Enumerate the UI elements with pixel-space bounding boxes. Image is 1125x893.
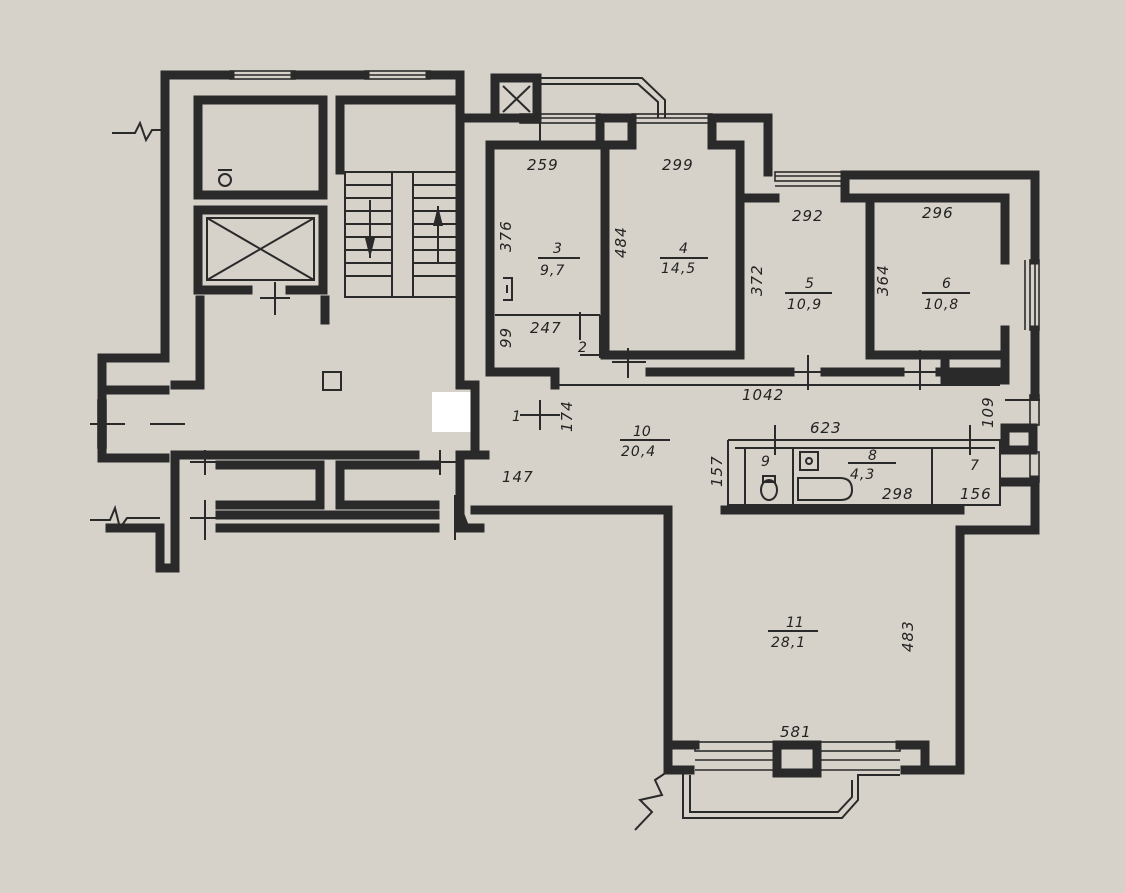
room-5-number: 5 bbox=[805, 276, 814, 292]
dim-156: 156 bbox=[960, 485, 992, 503]
bottom-balcony bbox=[682, 770, 900, 819]
sink-icon bbox=[799, 451, 819, 471]
room-3-number: 3 bbox=[553, 241, 562, 257]
room-3-area: 9,7 bbox=[540, 263, 565, 279]
stairs bbox=[344, 171, 461, 298]
room-7-number: 7 bbox=[970, 458, 979, 474]
door-marks-apartment bbox=[520, 108, 1040, 455]
room-11-number: 11 bbox=[786, 615, 804, 631]
dim-259: 259 bbox=[527, 156, 559, 174]
dim-298: 298 bbox=[882, 485, 914, 503]
break-line-icon bbox=[634, 769, 671, 831]
room-4-area: 14,5 bbox=[661, 261, 696, 277]
dimension-labels: 259 299 292 296 376 484 372 364 99 247 1… bbox=[497, 156, 997, 741]
door-marks-common bbox=[90, 282, 460, 540]
vent-shaft-icon bbox=[502, 85, 531, 113]
dim-376: 376 bbox=[497, 220, 515, 252]
room-5-area: 10,9 bbox=[787, 297, 822, 313]
room-8-area: 4,3 bbox=[850, 467, 875, 483]
stair-arrow-up-icon bbox=[433, 206, 443, 262]
dim-147: 147 bbox=[502, 468, 534, 486]
masked-area bbox=[432, 392, 473, 432]
room-labels: 1 2 3 9,7 4 14,5 5 10,9 6 10,8 7 8 4,3 9… bbox=[512, 241, 979, 651]
room-2-number: 2 bbox=[578, 340, 587, 356]
dim-484: 484 bbox=[612, 226, 630, 258]
room-10-area: 20,4 bbox=[621, 444, 656, 460]
sink-icon bbox=[503, 277, 513, 301]
dim-372: 372 bbox=[748, 264, 766, 296]
room-6-area: 10,8 bbox=[924, 297, 959, 313]
bathtub-icon bbox=[797, 477, 854, 501]
dim-109: 109 bbox=[979, 396, 997, 428]
room-11-area: 28,1 bbox=[771, 635, 806, 651]
room-6-number: 6 bbox=[942, 276, 951, 292]
dim-623: 623 bbox=[810, 419, 842, 437]
apartment-windows bbox=[519, 113, 1040, 778]
dim-1042: 1042 bbox=[742, 386, 784, 404]
break-line-icon bbox=[90, 120, 165, 531]
room-9-number: 9 bbox=[761, 454, 770, 470]
column-icon bbox=[322, 371, 342, 391]
elevator-cross-icon bbox=[206, 217, 315, 281]
toilet-icon bbox=[760, 475, 778, 501]
stair-arrow-down-icon bbox=[365, 200, 375, 258]
dim-483: 483 bbox=[899, 620, 917, 652]
dim-99: 99 bbox=[497, 327, 515, 348]
dim-296: 296 bbox=[922, 204, 954, 222]
common-area-walls bbox=[97, 70, 485, 573]
dim-364: 364 bbox=[874, 264, 892, 296]
dim-174: 174 bbox=[558, 400, 576, 432]
dim-157: 157 bbox=[708, 455, 726, 487]
room-1-number: 1 bbox=[512, 409, 521, 425]
room-4-number: 4 bbox=[679, 241, 688, 257]
gas-pipe-icon bbox=[218, 169, 232, 187]
dim-299: 299 bbox=[662, 156, 694, 174]
dim-292: 292 bbox=[792, 207, 824, 225]
room-10-number: 10 bbox=[633, 424, 651, 440]
room-2-walls bbox=[495, 314, 1000, 386]
dim-581: 581 bbox=[780, 723, 812, 741]
room-8-number: 8 bbox=[868, 448, 877, 464]
dim-247: 247 bbox=[530, 319, 562, 337]
apartment-walls bbox=[455, 73, 1040, 775]
